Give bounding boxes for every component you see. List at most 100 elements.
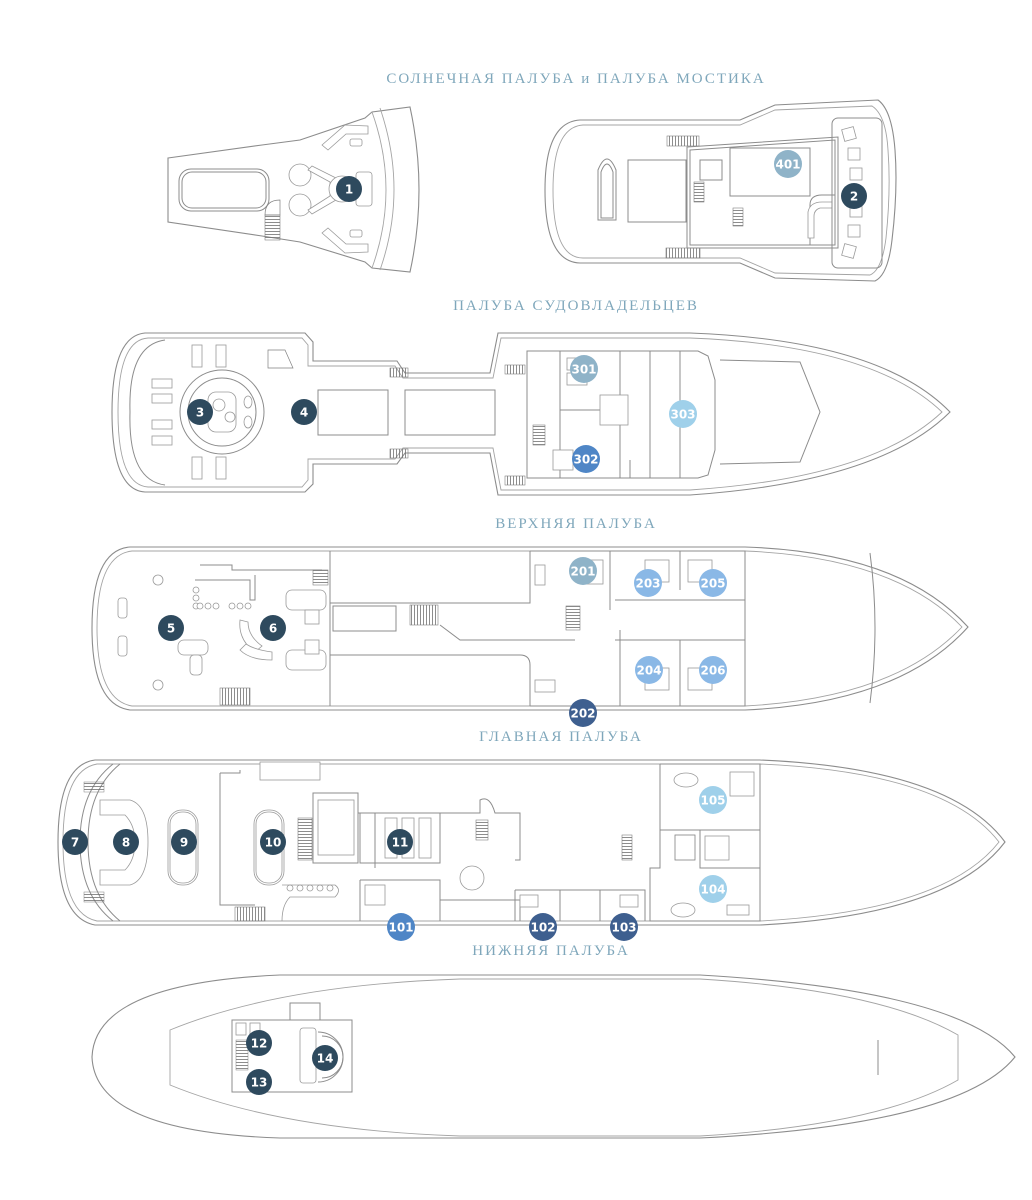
room-marker-label: 101	[388, 921, 413, 935]
room-marker-401[interactable]: 401	[774, 150, 802, 178]
room-marker-circle	[387, 829, 413, 855]
room-marker-202[interactable]: 202	[569, 699, 597, 727]
room-marker-204[interactable]: 204	[635, 656, 663, 684]
room-marker-103[interactable]: 103	[610, 913, 638, 941]
room-marker-label: 3	[196, 406, 204, 420]
room-marker-label: 204	[636, 664, 661, 678]
room-marker-label: 10	[265, 836, 282, 850]
pool	[178, 168, 270, 212]
room-marker-12[interactable]: 12	[246, 1030, 272, 1056]
room-marker-205[interactable]: 205	[699, 569, 727, 597]
deck-title-upper: ВЕРХНЯЯ ПАЛУБА	[495, 516, 657, 532]
room-marker-label: 12	[251, 1037, 268, 1051]
room-marker-label: 1	[345, 183, 353, 197]
room-marker-circle	[336, 176, 362, 202]
room-marker-201[interactable]: 201	[569, 557, 597, 585]
deck-title-sun-bridge: СОЛНЕЧНАЯ ПАЛУБА и ПАЛУБА МОСТИКА	[386, 71, 766, 87]
room-marker-circle	[260, 829, 286, 855]
room-marker-label: 105	[700, 794, 725, 808]
room-marker-circle	[187, 399, 213, 425]
room-marker-301[interactable]: 301	[570, 355, 598, 383]
room-marker-circle	[113, 829, 139, 855]
room-marker-label: 401	[775, 158, 800, 172]
room-marker-circle	[699, 786, 727, 814]
bridge-deck-plan	[544, 99, 897, 282]
room-marker-label: 7	[71, 836, 79, 850]
room-marker-206[interactable]: 206	[699, 656, 727, 684]
room-marker-label: 14	[317, 1052, 334, 1066]
deck-title-owners: ПАЛУБА СУДОВЛАДЕЛЬЦЕВ	[453, 298, 699, 314]
upper-deck-plan	[91, 546, 969, 711]
room-marker-circle	[569, 557, 597, 585]
room-marker-10[interactable]: 10	[260, 829, 286, 855]
room-marker-303[interactable]: 303	[669, 400, 697, 428]
room-marker-label: 302	[573, 453, 598, 467]
room-marker-11[interactable]: 11	[387, 829, 413, 855]
room-marker-102[interactable]: 102	[529, 913, 557, 941]
room-marker-circle	[570, 355, 598, 383]
room-marker-5[interactable]: 5	[158, 615, 184, 641]
room-marker-circle	[841, 183, 867, 209]
room-marker-label: 205	[700, 577, 725, 591]
room-marker-label: 4	[300, 406, 308, 420]
room-marker-label: 202	[570, 707, 595, 721]
room-marker-6[interactable]: 6	[260, 615, 286, 641]
room-marker-105[interactable]: 105	[699, 786, 727, 814]
room-marker-7[interactable]: 7	[62, 829, 88, 855]
owners-deck-plan	[111, 332, 951, 496]
room-marker-circle	[62, 829, 88, 855]
room-marker-circle	[635, 656, 663, 684]
room-marker-label: 103	[611, 921, 636, 935]
room-marker-label: 11	[392, 836, 409, 850]
deck-title-main: ГЛАВНАЯ ПАЛУБА	[479, 729, 643, 745]
room-marker-label: 9	[180, 836, 188, 850]
room-marker-circle	[699, 875, 727, 903]
room-marker-label: 206	[700, 664, 725, 678]
room-marker-label: 6	[269, 622, 277, 636]
room-marker-1[interactable]: 1	[336, 176, 362, 202]
lower-deck-plan	[91, 974, 1016, 1139]
room-marker-label: 104	[700, 883, 725, 897]
room-marker-label: 203	[635, 577, 660, 591]
room-marker-circle	[171, 829, 197, 855]
room-marker-label: 303	[670, 408, 695, 422]
room-marker-4[interactable]: 4	[291, 399, 317, 425]
room-marker-3[interactable]: 3	[187, 399, 213, 425]
room-marker-circle	[634, 569, 662, 597]
room-marker-circle	[312, 1045, 338, 1071]
room-marker-circle	[774, 150, 802, 178]
room-marker-label: 2	[850, 190, 858, 204]
room-marker-9[interactable]: 9	[171, 829, 197, 855]
room-marker-circle	[158, 615, 184, 641]
room-marker-circle	[291, 399, 317, 425]
room-marker-label: 5	[167, 622, 175, 636]
room-marker-circle	[569, 699, 597, 727]
sun-deck-plan	[167, 106, 420, 273]
room-marker-circle	[246, 1069, 272, 1095]
room-marker-13[interactable]: 13	[246, 1069, 272, 1095]
main-deck-plan	[57, 759, 1006, 926]
room-marker-label: 102	[530, 921, 555, 935]
room-marker-8[interactable]: 8	[113, 829, 139, 855]
room-marker-label: 13	[251, 1076, 268, 1090]
room-marker-101[interactable]: 101	[387, 913, 415, 941]
room-marker-circle	[387, 913, 415, 941]
room-marker-circle	[246, 1030, 272, 1056]
room-marker-label: 301	[571, 363, 596, 377]
room-marker-label: 201	[570, 565, 595, 579]
room-marker-302[interactable]: 302	[572, 445, 600, 473]
room-marker-14[interactable]: 14	[312, 1045, 338, 1071]
deck-title-lower: НИЖНЯЯ ПАЛУБА	[472, 943, 630, 959]
room-marker-label: 8	[122, 836, 130, 850]
room-marker-203[interactable]: 203	[634, 569, 662, 597]
room-marker-104[interactable]: 104	[699, 875, 727, 903]
room-marker-circle	[610, 913, 638, 941]
room-marker-circle	[669, 400, 697, 428]
room-marker-2[interactable]: 2	[841, 183, 867, 209]
room-marker-circle	[699, 569, 727, 597]
room-marker-circle	[572, 445, 600, 473]
room-marker-circle	[260, 615, 286, 641]
room-marker-circle	[529, 913, 557, 941]
